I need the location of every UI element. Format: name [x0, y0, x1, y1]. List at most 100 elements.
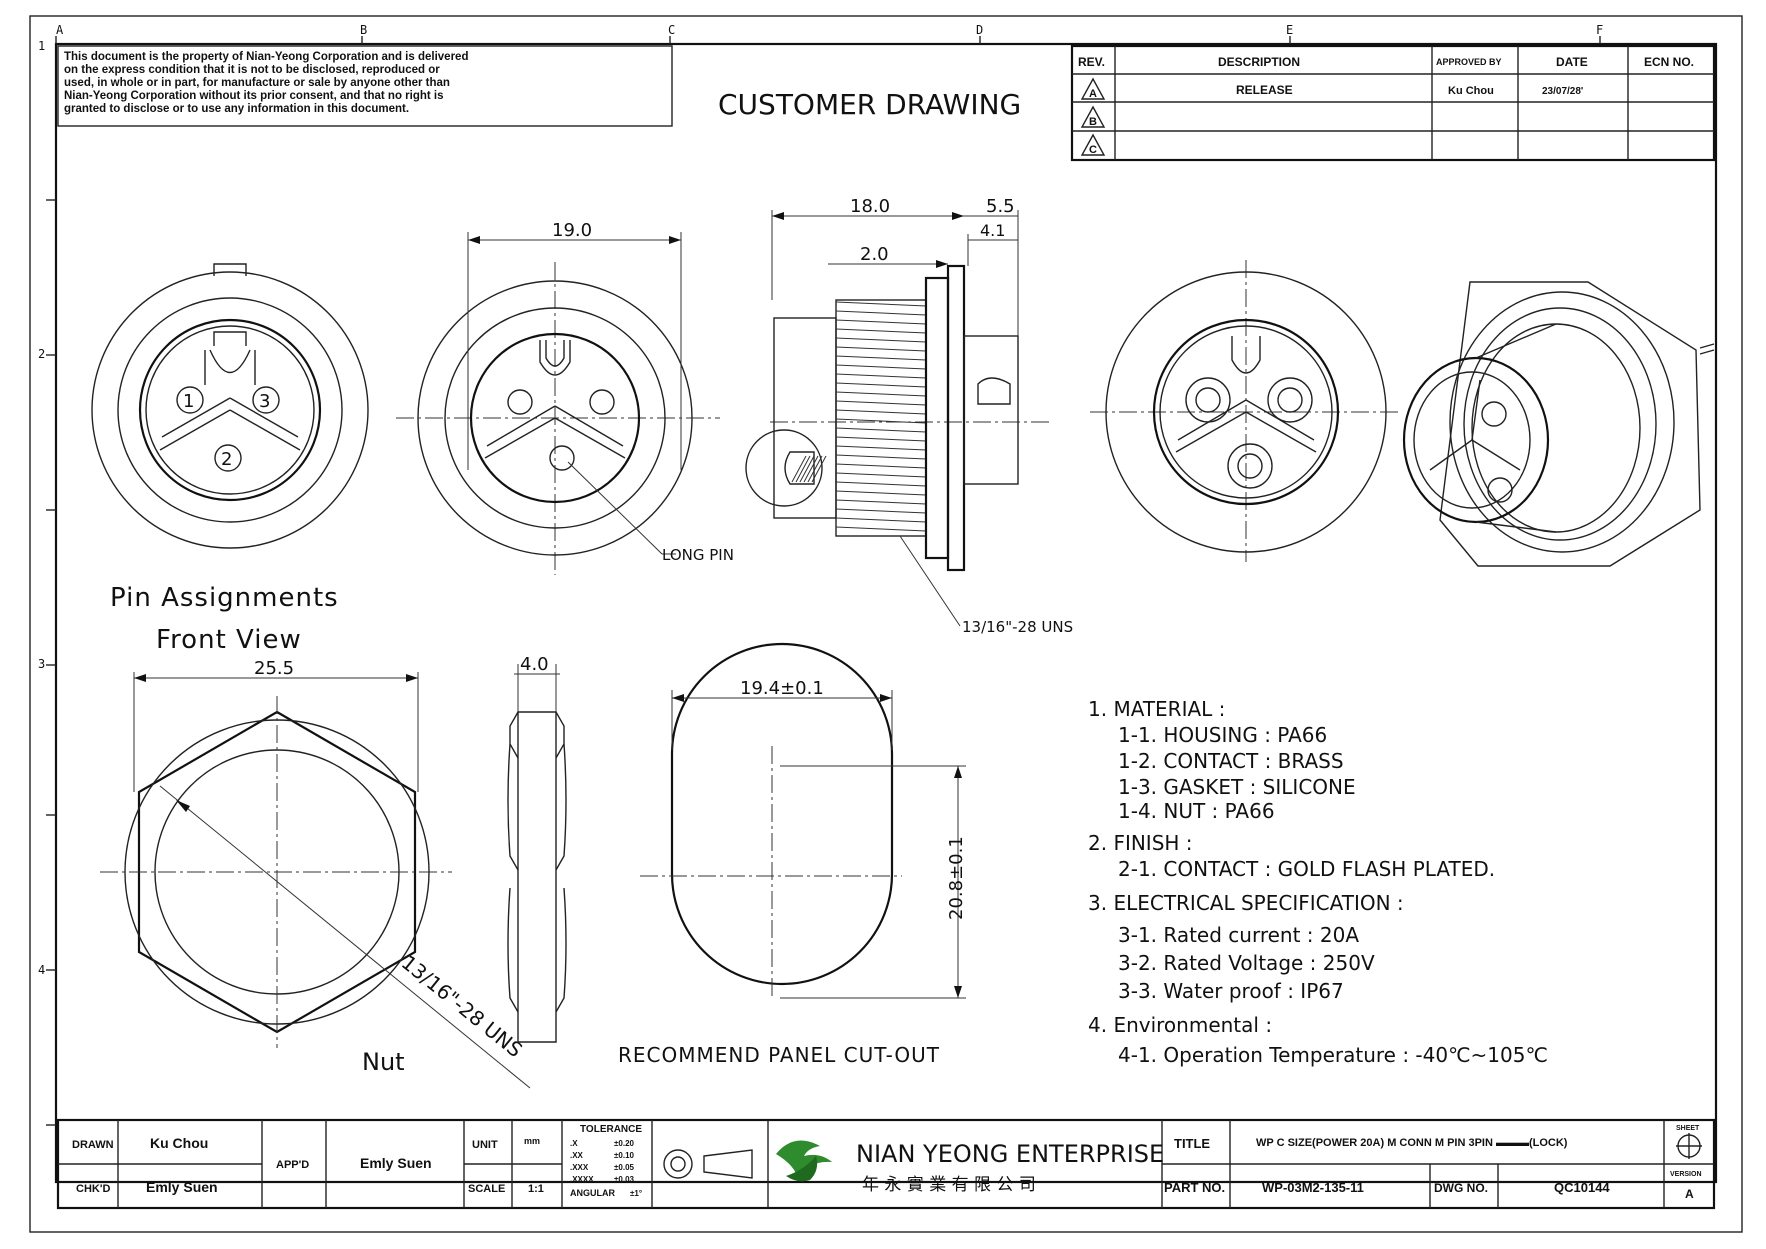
pin-1-label: 1	[183, 391, 194, 412]
nut-thread-label: 13/16"-28 UNS	[397, 950, 527, 1062]
approved-label: APP'D	[276, 1159, 309, 1171]
title-label: TITLE	[1174, 1136, 1210, 1151]
title-block: DRAWN Ku Chou CHK'D Emly Suen APP'D Emly…	[56, 1118, 1716, 1210]
zone-col-c: C	[668, 23, 675, 37]
side-dim-5-5: 5.5	[986, 196, 1015, 217]
title-value: WP C SIZE(POWER 20A) M CONN M PIN 3PIN ▬…	[1256, 1137, 1568, 1149]
nut-dim-25-5: 25.5	[254, 658, 294, 679]
note-3-3: 3-3. Water proof : IP67	[1118, 979, 1344, 1003]
sheet-symbol-icon	[1676, 1133, 1702, 1159]
tol-v-5: ±1°	[630, 1189, 642, 1198]
pin-3-marker	[252, 386, 280, 414]
drawing-heading: CUSTOMER DRAWING	[718, 88, 1021, 121]
notice-line-2: on the express condition that it is not …	[64, 64, 440, 76]
svg-text:A: A	[1089, 88, 1097, 100]
company-name: NIAN YEONG ENTERPRISE	[856, 1140, 1164, 1168]
pin-2-label: 2	[221, 449, 232, 470]
note-2-1: 2-1. CONTACT : GOLD FLASH PLATED.	[1118, 857, 1495, 881]
rev-header-description: DESCRIPTION	[1218, 55, 1300, 69]
scale-value: 1:1	[528, 1183, 544, 1195]
rev-header-approved: APPROVED BY	[1436, 57, 1502, 67]
scale-label: SCALE	[468, 1183, 505, 1195]
zone-col-a: A	[56, 23, 64, 37]
long-pin-label: LONG PIN	[662, 546, 734, 564]
unit-label: UNIT	[472, 1139, 498, 1151]
zone-row-3: 3	[38, 657, 45, 671]
cutout-dim-width: 19.4±0.1	[740, 678, 824, 699]
checked-label: CHK'D	[76, 1183, 110, 1195]
pin-view-caption-2: Front View	[156, 625, 302, 655]
note-1-1: 1-1. HOUSING : PA66	[1118, 723, 1327, 747]
note-1-2: 1-2. CONTACT : BRASS	[1118, 749, 1344, 773]
front-dim-19: 19.0	[552, 220, 592, 241]
rev-triangle-b: B	[1080, 105, 1106, 128]
tol-k-5: ANGULAR	[570, 1188, 615, 1198]
dwg-no-value: QC10144	[1554, 1180, 1610, 1195]
part-no-label: PART NO.	[1164, 1180, 1225, 1195]
tol-v-1: ±0.20	[614, 1139, 635, 1148]
pin-assignment-view: 1 3 2 Pin Assignments Front View	[91, 263, 369, 655]
note-3: 3. ELECTRICAL SPECIFICATION :	[1088, 891, 1404, 915]
part-no-value: WP-03M2-135-11	[1262, 1180, 1364, 1195]
inner-border	[54, 42, 1718, 1184]
tol-k-3: .XXX	[570, 1163, 589, 1172]
projection-symbol-icon	[663, 1149, 753, 1179]
note-1-3: 1-3. GASKET : SILICONE	[1118, 775, 1356, 799]
rev-triangle-c: C	[1080, 133, 1106, 156]
rev-header-date: DATE	[1556, 55, 1588, 69]
zone-col-b: B	[360, 23, 367, 37]
svg-text:C: C	[1089, 144, 1097, 156]
cutout-dim-height: 20.8±0.1	[946, 836, 967, 920]
approved-value: Emly Suen	[360, 1155, 432, 1171]
tolerance-title: TOLERANCE	[580, 1124, 642, 1135]
panel-cutout-view: 19.4±0.1 20.8±0.1 RECOMMEND PANEL CUT-OU…	[618, 642, 967, 1067]
note-1-4: 1-4. NUT : PA66	[1118, 799, 1275, 823]
side-dim-2-0: 2.0	[860, 244, 889, 265]
zone-row-1: 1	[38, 39, 45, 53]
note-2: 2. FINISH :	[1088, 831, 1193, 855]
rev-header-ecn: ECN NO.	[1644, 55, 1694, 69]
pin-3-label: 3	[259, 391, 270, 412]
thread-lines	[835, 301, 927, 532]
zone-col-f: F	[1596, 23, 1603, 37]
rev-a-description: RELEASE	[1236, 83, 1293, 97]
note-1: 1. MATERIAL :	[1088, 697, 1225, 721]
rev-triangle-a: A	[1080, 77, 1106, 100]
version-label: VERSION	[1670, 1171, 1702, 1178]
tol-k-1: .X	[570, 1139, 578, 1148]
checked-value: Emly Suen	[146, 1179, 218, 1195]
cutout-caption: RECOMMEND PANEL CUT-OUT	[618, 1043, 940, 1067]
note-3-2: 3-2. Rated Voltage : 250V	[1118, 951, 1375, 975]
proprietary-notice: This document is the property of Nian-Ye…	[57, 45, 673, 127]
tol-k-4: .XXXX	[570, 1175, 594, 1184]
unit-value: mm	[524, 1136, 540, 1146]
drawn-label: DRAWN	[72, 1139, 114, 1151]
notice-line-3: used, in whole or in part, for manufactu…	[64, 77, 450, 89]
sheet-label: SHEET	[1676, 1125, 1700, 1132]
note-4: 4. Environmental :	[1088, 1013, 1272, 1037]
nut-dim-4-0: 4.0	[520, 654, 549, 675]
zone-col-e: E	[1286, 23, 1293, 37]
tol-k-2: .XX	[570, 1151, 584, 1160]
rear-view	[1090, 260, 1400, 562]
notice-line-5: granted to disclose or to use any inform…	[64, 103, 409, 115]
nut-caption: Nut	[362, 1048, 405, 1076]
isometric-view	[1402, 281, 1715, 567]
side-dim-4-1: 4.1	[980, 221, 1005, 240]
pin-view-caption-1: Pin Assignments	[110, 583, 339, 613]
dwg-no-label: DWG NO.	[1434, 1181, 1488, 1195]
notice-line-1: This document is the property of Nian-Ye…	[64, 51, 468, 63]
rev-header-rev: REV.	[1078, 55, 1105, 69]
tol-v-3: ±0.05	[614, 1163, 635, 1172]
zone-col-d: D	[976, 23, 983, 37]
side-view: 18.0 5.5 4.1 2.0 13/16"-28 UNS	[745, 196, 1073, 636]
notes: 1. MATERIAL : 1-1. HOUSING : PA66 1-2. C…	[1088, 697, 1548, 1067]
zone-row-4: 4	[38, 963, 45, 977]
pin-2-marker	[214, 444, 242, 472]
side-dim-18: 18.0	[850, 196, 890, 217]
drawn-value: Ku Chou	[150, 1135, 208, 1151]
side-thread-label: 13/16"-28 UNS	[962, 618, 1073, 636]
rev-a-approved: Ku Chou	[1448, 85, 1494, 97]
rev-a-date: 23/07/28'	[1542, 86, 1583, 97]
nut-view: 13/16"-28 UNS 25.5 Nut 4.0	[100, 654, 567, 1089]
